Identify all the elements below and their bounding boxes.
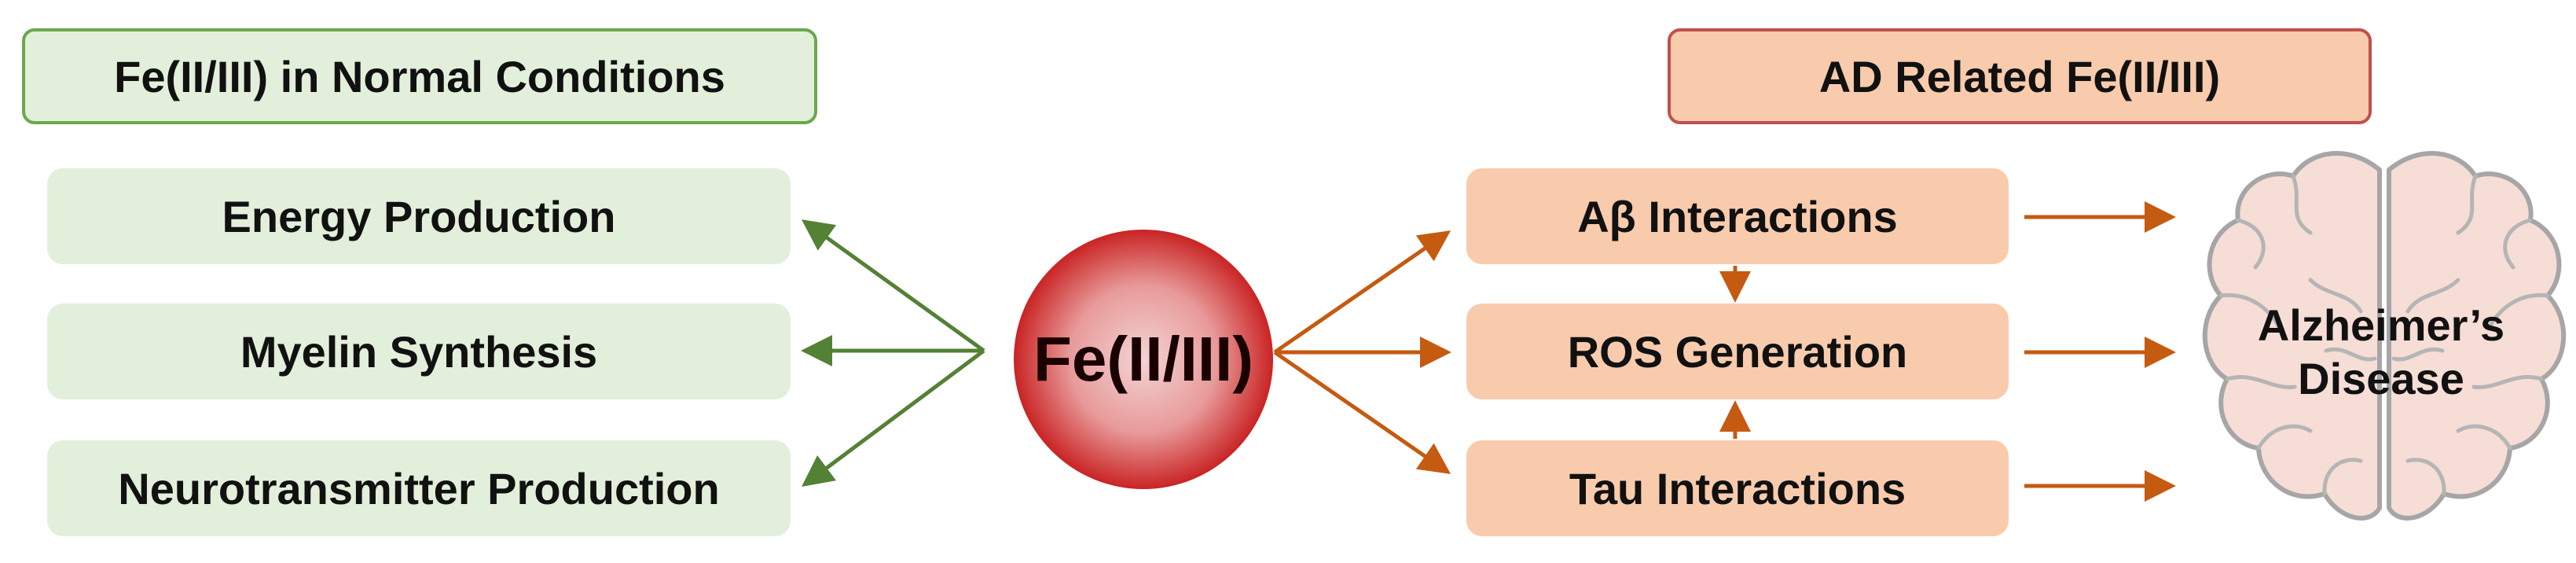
arrow-to-tau-interactions [1273, 350, 1451, 474]
arrow-to-neurotransmitter-production [801, 348, 985, 487]
ros-generation-box: ROS Generation [1466, 304, 2009, 399]
abeta-interactions-box: Aβ Interactions [1466, 168, 2009, 264]
alzheimers-disease-line2: Disease [2298, 354, 2464, 403]
iron-sphere: Fe(II/III) [1014, 230, 1273, 489]
myelin-synthesis-box: Myelin Synthesis [47, 304, 791, 399]
energy-production-box: Energy Production [47, 168, 791, 264]
iron-sphere-label: Fe(II/III) [1033, 324, 1253, 394]
normal-conditions-header: Fe(II/III) in Normal Conditions [22, 28, 817, 124]
alzheimers-disease-line1: Alzheimer’s [2257, 300, 2505, 350]
ad-related-header: AD Related Fe(II/III) [1668, 28, 2372, 124]
tau-interactions-box: Tau Interactions [1466, 440, 2009, 536]
alzheimers-disease-label: Alzheimer’s Disease [2193, 299, 2570, 406]
neurotransmitter-production-box: Neurotransmitter Production [47, 440, 791, 536]
arrow-to-energy-production [801, 219, 985, 353]
arrow-to-abeta-interactions [1273, 230, 1451, 355]
brain-icon [2202, 151, 2567, 521]
